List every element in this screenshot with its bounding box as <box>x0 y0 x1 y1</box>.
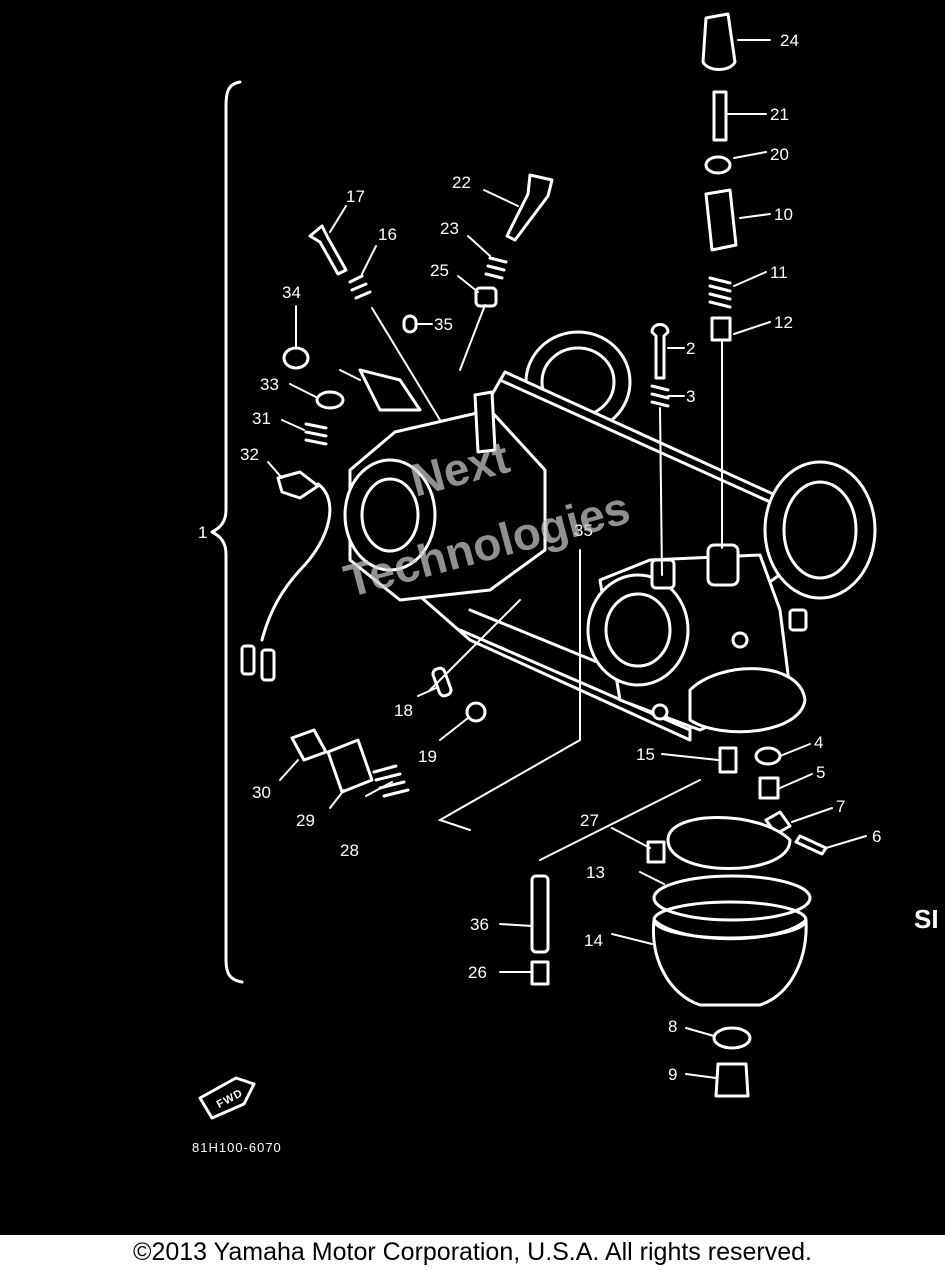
callout-25: 25 <box>430 261 449 280</box>
callout-35-top: 35 <box>434 315 453 334</box>
callout-labels: 1 2 3 4 5 6 7 8 9 10 11 12 13 14 15 16 1… <box>198 31 881 1084</box>
part-33-washer <box>315 390 345 410</box>
fwd-badge: FWD <box>198 1076 256 1120</box>
part-2-screw <box>650 323 670 380</box>
part-4-washer <box>754 746 782 766</box>
part-10-nut <box>704 188 738 252</box>
callout-23: 23 <box>440 219 459 238</box>
callout-33: 33 <box>260 375 279 394</box>
callout-12: 12 <box>774 313 793 332</box>
part-28-spring <box>372 764 410 798</box>
part-32-sensor <box>276 470 320 500</box>
callout-26: 26 <box>468 963 487 982</box>
callout-8: 8 <box>668 1017 677 1036</box>
callout-17: 17 <box>346 187 365 206</box>
part-11-spring <box>708 276 732 309</box>
part-34-cap <box>282 346 310 370</box>
part-27-jet <box>646 840 666 864</box>
callout-29: 29 <box>296 811 315 830</box>
part-35-oring-top <box>402 314 418 334</box>
callout-20: 20 <box>770 145 789 164</box>
part-17-screw <box>308 224 348 276</box>
callout-14: 14 <box>584 931 603 950</box>
part-25-collar <box>474 286 498 308</box>
callout-15: 15 <box>636 745 655 764</box>
part-30-cap <box>290 728 328 762</box>
part-6-pin <box>794 834 828 856</box>
callout-19: 19 <box>418 747 437 766</box>
part-22-screw <box>505 173 554 242</box>
copyright-notice: ©2013 Yamaha Motor Corporation, U.S.A. A… <box>133 1238 812 1266</box>
callout-27: 27 <box>580 811 599 830</box>
part-20-ring <box>704 155 732 175</box>
callout-5: 5 <box>816 763 825 782</box>
callout-9: 9 <box>668 1065 677 1084</box>
callout-30: 30 <box>252 783 271 802</box>
part-13-gasket <box>652 874 812 922</box>
carburetor-body <box>343 330 877 742</box>
figure-code: 81H100-6070 <box>192 1140 282 1155</box>
callout-21: 21 <box>770 105 789 124</box>
callout-7: 7 <box>836 797 845 816</box>
part-36-main-jet <box>530 874 550 954</box>
part-26-jet <box>530 960 550 986</box>
callout-2: 2 <box>686 339 695 358</box>
callout-34: 34 <box>282 283 301 302</box>
part-31-spring <box>304 422 328 446</box>
callout-36: 36 <box>470 915 489 934</box>
part-21-screw <box>712 90 728 142</box>
cutoff-text: SI <box>914 904 939 934</box>
callout-22: 22 <box>452 173 471 192</box>
part-15-jet <box>718 746 738 774</box>
callout-28: 28 <box>340 841 359 860</box>
part-32-connector-a <box>240 644 256 676</box>
callout-1: 1 <box>198 523 207 542</box>
carburetor-exploded-diagram: 1 2 3 4 5 6 7 8 9 10 11 12 13 14 15 16 1… <box>0 0 945 1235</box>
callout-3: 3 <box>686 387 695 406</box>
callout-4: 4 <box>814 733 823 752</box>
callout-6: 6 <box>872 827 881 846</box>
part-16-spring <box>348 274 372 300</box>
callout-31: 31 <box>252 409 271 428</box>
part-5-screw <box>758 776 780 800</box>
part-3-spring <box>650 384 670 408</box>
diagram-drawing: 1 2 3 4 5 6 7 8 9 10 11 12 13 14 15 16 1… <box>192 12 939 1155</box>
callout-11: 11 <box>770 263 788 282</box>
leader-lines <box>267 39 867 1079</box>
part-8-washer <box>712 1026 752 1050</box>
part-12-needle <box>710 316 732 342</box>
part-19-clip <box>465 701 487 723</box>
part-9-drain-plug <box>714 1062 750 1098</box>
part-23-spring <box>484 256 508 280</box>
assembly-bracket <box>210 80 244 984</box>
callout-18: 18 <box>394 701 413 720</box>
part-29-piston <box>326 738 374 794</box>
callout-13: 13 <box>586 863 605 882</box>
callout-24: 24 <box>780 31 799 50</box>
part-float <box>666 816 792 870</box>
callout-35-body: 35 <box>574 521 593 540</box>
callout-10: 10 <box>774 205 793 224</box>
part-32-connector-b <box>260 648 276 682</box>
part-24-cap <box>701 12 737 71</box>
callout-32: 32 <box>240 445 259 464</box>
callout-16: 16 <box>378 225 397 244</box>
